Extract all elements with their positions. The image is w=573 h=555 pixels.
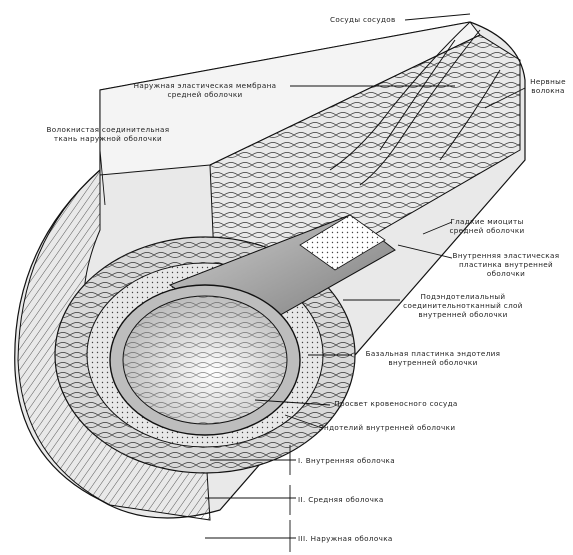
label-text: внутренней оболочки	[388, 358, 477, 367]
tunica-intima-shape	[110, 285, 300, 435]
label-text: Внутренняя эластическая	[453, 251, 560, 260]
leader-line	[405, 14, 470, 20]
label-text: Волокнистая соединительная	[47, 125, 170, 134]
label-text: II. Средняя оболочка	[298, 495, 384, 504]
label-text: III. Наружная оболочка	[298, 534, 393, 543]
label-text: пластинка внутренней	[459, 260, 553, 269]
label-text: Эндотелий внутренней оболочки	[319, 423, 456, 432]
label-text: Наружная эластическая мембрана	[134, 81, 277, 90]
label-text: Гладкие миоциты	[450, 217, 523, 226]
label-text: Базальная пластинка эндотелия	[366, 349, 501, 358]
label-text: Нервные	[530, 77, 566, 86]
label-text: Просвет кровеносного сосуда	[334, 399, 457, 408]
label-vasa-vasorum: Сосуды сосудов	[330, 14, 470, 24]
label-text: средней оболочки	[167, 90, 242, 99]
label-text: Подэндотелиальный	[421, 292, 506, 301]
label-text: волокна	[531, 86, 565, 95]
label-text: внутренней оболочки	[418, 310, 507, 319]
label-text: Сосуды сосудов	[330, 15, 396, 24]
label-text: соединительнотканный слой	[403, 301, 523, 310]
label-tunica-adventitia: III. Наружная оболочка	[205, 534, 393, 543]
label-text: I. Внутренняя оболочка	[298, 456, 395, 465]
label-text: оболочки	[487, 269, 525, 278]
label-text: средней оболочки	[449, 226, 524, 235]
label-text: ткань наружной оболочки	[54, 134, 162, 143]
